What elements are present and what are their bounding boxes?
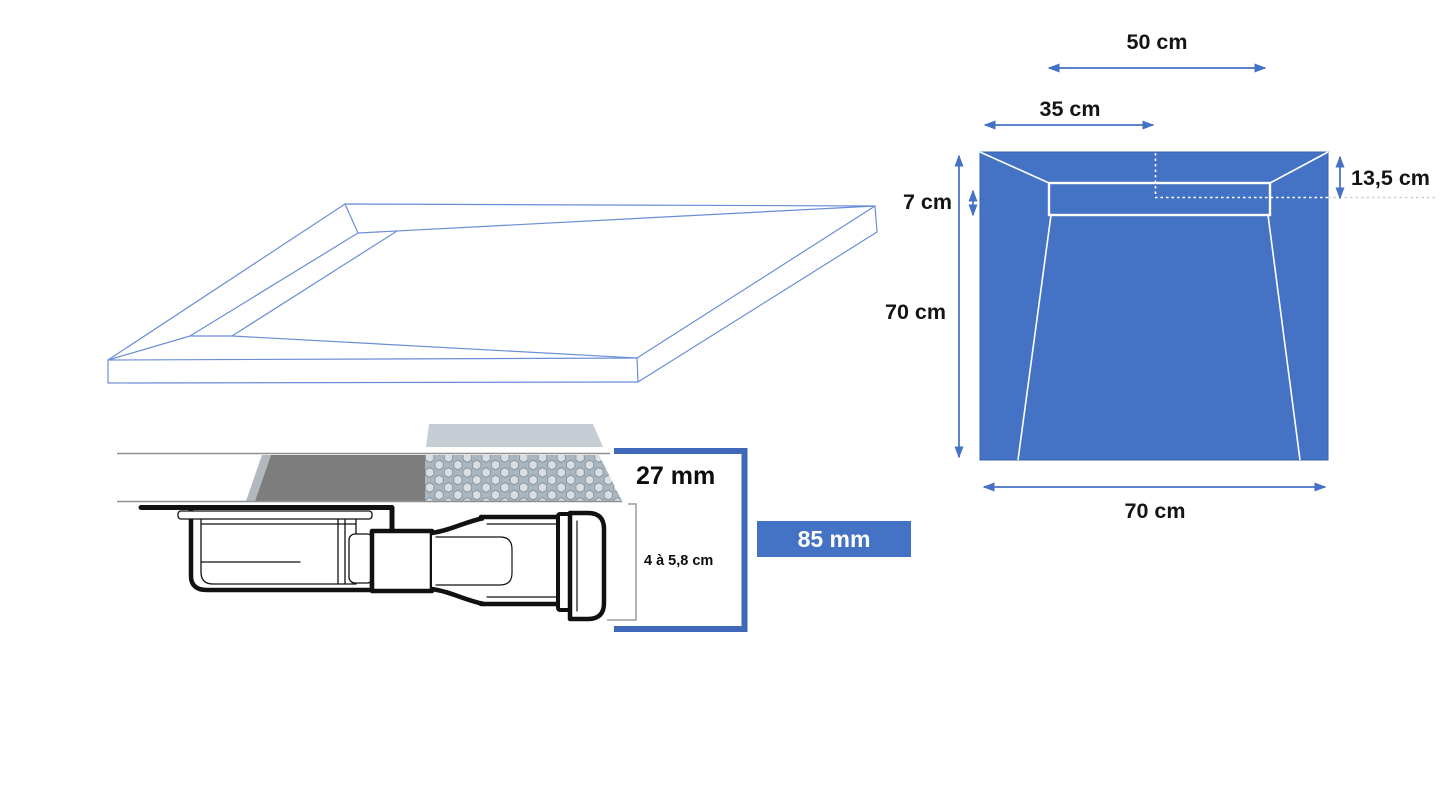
siphon-height-bracket [607,503,637,621]
tray-right-face [637,205,878,383]
dimension-label-tray-side: 70 cm [885,300,946,324]
dimension-label-tray-width: 70 cm [1124,499,1186,523]
tile-layer [426,424,603,447]
dimension-label-drain-width: 50 cm [1126,30,1188,54]
tray-top-surface [979,151,1329,461]
resin-edge-stripe [246,455,271,501]
shower-tray-3d-view [107,203,878,384]
end-cap [567,510,607,622]
honeycomb-core-layer [425,455,622,501]
siphon-drawing [138,505,607,622]
dimension-label-tray-thickness: 27 mm [636,462,716,490]
tray-front-face [107,357,639,384]
outlet-coupling [369,528,435,594]
slope-fold-left [1017,214,1052,461]
dimension-label-edge-distance: 13,5 cm [1351,166,1430,190]
pipe-fill [484,519,560,602]
trumpet-fill [432,518,484,604]
trumpet-top [429,515,487,536]
slope-fold-right [1267,214,1301,461]
dimension-label-siphon-height: 4 à 5,8 cm [644,553,714,569]
trap-insert [348,533,374,584]
total-height-badge: 85 mm [757,521,911,557]
corner-fold-left [979,151,1050,184]
tray-flange [138,505,395,532]
dimension-arrows [954,63,1345,492]
slope-ridge [231,335,638,359]
corner-slope-edge [107,335,191,361]
inner-rim-edge [357,205,876,234]
cross-section-view [117,424,748,632]
trap-cup-inner [200,516,357,585]
drain-channel-inner-edge [231,230,398,337]
dimension-label-drain-depth: 7 cm [902,190,952,214]
trap-cup-outline [188,507,375,593]
dimension-label-drain-offset: 35 cm [1039,97,1101,121]
drain-channel-outline [1047,181,1272,217]
corner-fold-right [1269,151,1329,184]
total-height-bracket [614,448,748,632]
dense-core-layer [255,455,425,501]
top-view-diagram [979,151,1436,461]
pipe-inner-taper [435,536,513,586]
drain-channel-end [189,203,359,337]
drain-grate [177,510,373,520]
